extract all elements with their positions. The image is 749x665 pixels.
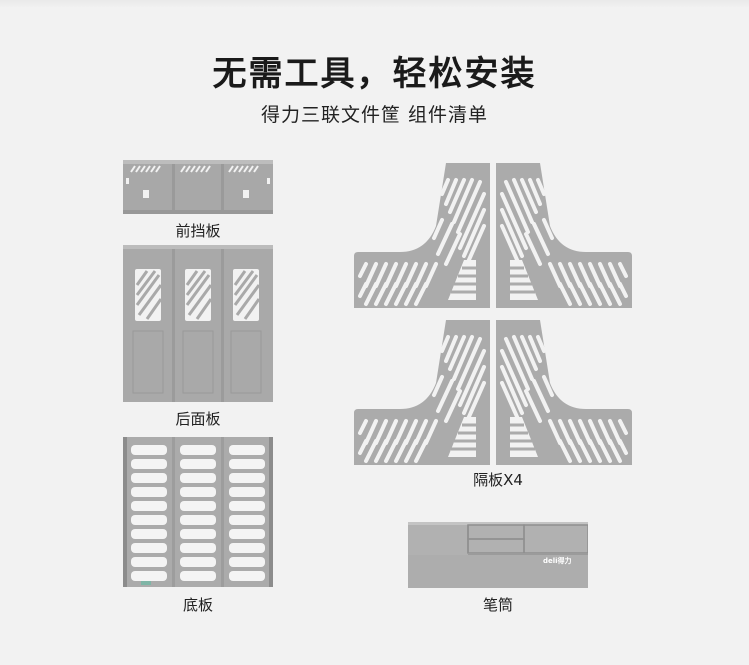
brand-logo: deli得力 [543,557,572,565]
pen-holder-image: deli得力 [408,522,588,588]
base-panel-image [123,437,273,587]
page-subtitle: 得力三联文件筐 组件清单 [260,104,489,126]
dividers-image [352,160,634,465]
back-panel-label: 后面板 [175,410,221,428]
dividers-label: 隔板X4 [473,471,523,489]
base-panel-label: 底板 [182,596,213,614]
page-title: 无需工具，轻松安装 [212,54,537,94]
front-panel-label: 前挡板 [175,222,221,240]
top-edge [0,0,749,8]
front-panel-image [123,160,273,214]
back-panel-image [123,245,273,402]
pen-holder-label: 笔筒 [482,596,513,614]
